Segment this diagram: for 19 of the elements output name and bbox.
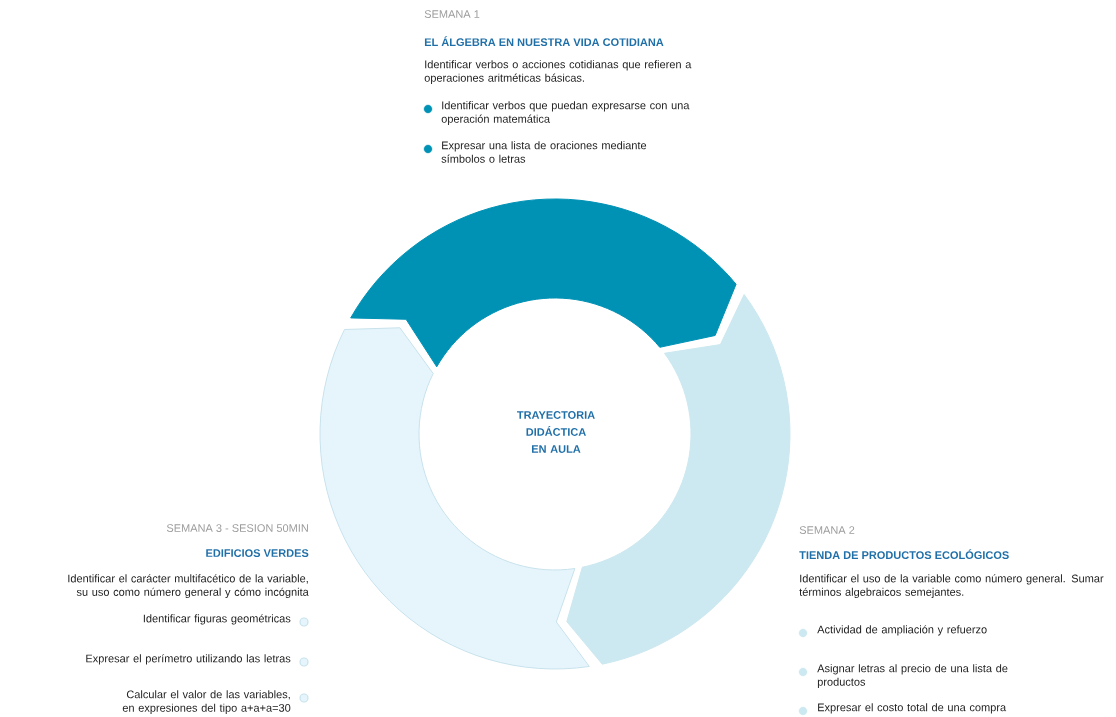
bullet-text: Calcular el valor de las variables, en expresiones del tipo a+a+a=30 (122, 690, 291, 714)
week-label: SEMANA 1 (424, 10, 480, 18)
description: Identificar el uso de la variable como número general. Sumar términos algebraicos semejantes. (799, 574, 1104, 599)
bullet-text: Identificar verbos que puedan expresarse con una operación matemática (441, 101, 690, 125)
bullet-text: Expresar el perímetro utilizando las letras (86, 654, 291, 665)
section-heading: EDIFICIOS VERDES (206, 549, 309, 557)
week-label: SEMANA 2 (799, 526, 855, 534)
bullet-text: Actividad de ampliación y refuerzo (817, 625, 987, 636)
center-title: TRAYECTORIA DIDÁCTICA EN AULA (517, 411, 595, 453)
section-heading: TIENDA DE PRODUCTOS ECOLÓGICOS (799, 549, 1009, 560)
ring-segment (350, 198, 737, 368)
bullet-text: Expresar una lista de oraciones mediante símbolos o letras (441, 141, 647, 163)
description: Identificar verbos o acciones cotidianas que refieren a operaciones aritméticas básicas. (424, 60, 692, 84)
description: Identificar el carácter multifacético de la variable, su uso como número general y cómo incógnita (68, 574, 309, 599)
bullet-text: Expresar el costo total de una compra (818, 703, 1007, 714)
section-heading: EL ÁLGEBRA EN NUESTRA VIDA COTIDIANA (424, 36, 664, 47)
bullet-text: Identificar figuras geométricas (143, 614, 291, 625)
week-label: SEMANA 3 - SESION 50MIN (166, 524, 308, 532)
bullet-text: Asignar letras al precio de una lista de productos (817, 664, 1008, 688)
